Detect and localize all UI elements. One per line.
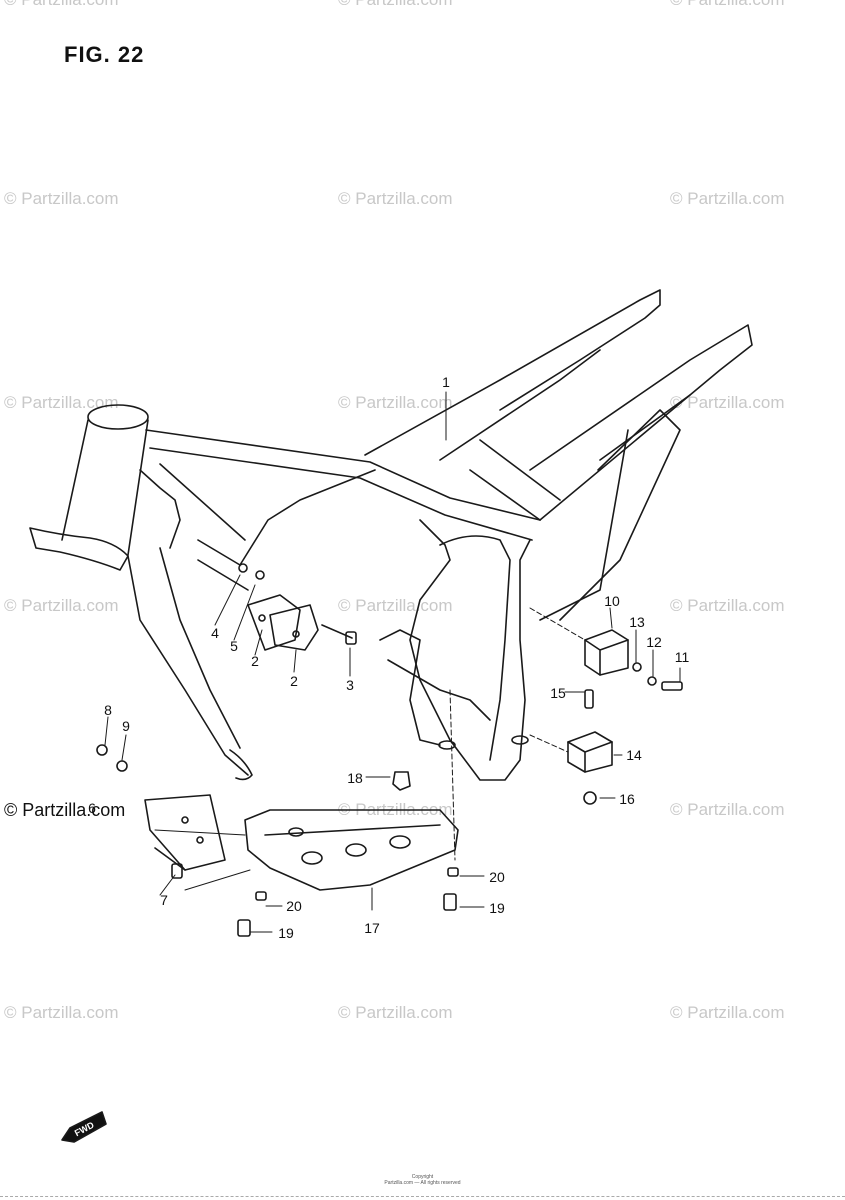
- callout-number: 17: [364, 920, 380, 936]
- bottom-divider: [0, 1196, 845, 1197]
- callout-number: 3: [346, 677, 354, 693]
- callout-number: 20: [489, 869, 505, 885]
- watermark: © Partzilla.com: [670, 596, 785, 615]
- watermark: © Partzilla.com: [4, 189, 119, 208]
- skid-plate: [244, 809, 459, 891]
- watermark: © Partzilla.com: [338, 189, 453, 208]
- watermark: © Partzilla.com: [4, 800, 126, 820]
- watermark: © Partzilla.com: [4, 0, 119, 10]
- watermark: © Partzilla.com: [338, 393, 453, 412]
- watermark: © Partzilla.com: [670, 189, 785, 208]
- engine-mount-brackets: [238, 563, 357, 651]
- callout-number: 13: [629, 614, 645, 630]
- callout-number: 11: [674, 649, 690, 665]
- rear-frame-loop: [379, 519, 531, 781]
- forward-arrow-icon: [61, 1111, 107, 1143]
- copyright-line: Copyright: [411, 1174, 434, 1180]
- watermark: © Partzilla.com: [670, 800, 785, 819]
- callout-number: 5: [230, 638, 238, 654]
- callout-number: 12: [646, 634, 662, 650]
- leader-lines: [104, 391, 681, 933]
- callout-number: 19: [278, 925, 294, 941]
- watermark: © Partzilla.com: [338, 1003, 453, 1022]
- main-frame-rails: [127, 429, 541, 781]
- copyright-footer: Copyright Partzilla.com — All rights res…: [0, 1174, 845, 1186]
- callout-number: 16: [619, 791, 635, 807]
- hardware: [237, 662, 683, 937]
- callout-number: 2: [290, 673, 298, 689]
- seat-rails: [364, 289, 753, 621]
- callout-number: 7: [160, 892, 168, 908]
- head-tube: [29, 404, 149, 571]
- watermark: © Partzilla.com: [670, 393, 785, 412]
- watermark: © Partzilla.com: [670, 0, 785, 10]
- callout-number: 20: [286, 898, 302, 914]
- callout-number: 10: [604, 593, 620, 609]
- watermark: © Partzilla.com: [4, 596, 119, 615]
- callout-number: 9: [122, 718, 130, 734]
- callout-number: 18: [347, 770, 363, 786]
- callout-number: 6: [88, 800, 96, 816]
- callout-number: 14: [626, 747, 642, 763]
- callout-number: 1: [442, 374, 450, 390]
- figure-title: FIG. 22: [64, 42, 145, 67]
- watermark: © Partzilla.com: [4, 393, 119, 412]
- rubber-mount-10: [584, 629, 629, 676]
- copyright-line: Partzilla.com — All rights reserved: [384, 1180, 461, 1186]
- watermark: © Partzilla.com: [670, 1003, 785, 1022]
- rubber-mount-14: [567, 731, 613, 773]
- callout-number: 2: [251, 653, 259, 669]
- front-engine-bracket: [96, 744, 226, 879]
- watermark: © Partzilla.com: [338, 0, 453, 10]
- watermark: © Partzilla.com: [4, 1003, 119, 1022]
- callout-number: 8: [104, 702, 112, 718]
- watermark: © Partzilla.com: [338, 596, 453, 615]
- callout-number: 19: [489, 900, 505, 916]
- callout-number: 15: [550, 685, 566, 701]
- callout-number: 4: [211, 625, 219, 641]
